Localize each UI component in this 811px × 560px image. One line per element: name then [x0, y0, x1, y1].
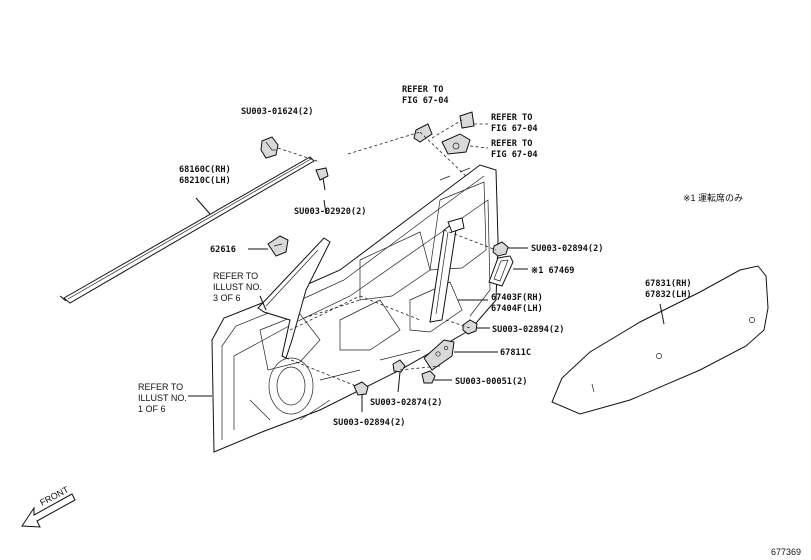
callout-su003-02894-b: SU003-02894(2)	[492, 325, 564, 335]
nut-00051	[421, 370, 436, 384]
svg-text:FIG 67-04: FIG 67-04	[491, 124, 538, 134]
svg-text:1 OF 6: 1 OF 6	[138, 404, 166, 414]
svg-text:FIG 67-04: FIG 67-04	[491, 150, 538, 160]
svg-text:REFER TO: REFER TO	[491, 113, 532, 123]
clip-02874	[392, 359, 406, 373]
clip-01624-part	[260, 136, 279, 159]
nut-02894-a	[492, 241, 509, 257]
door-panel	[211, 164, 499, 453]
callout-su003-01624: SU003-01624(2)	[241, 107, 313, 117]
svg-text:3 OF 6: 3 OF 6	[213, 293, 241, 303]
service-hole-cover-part	[551, 265, 769, 415]
callout-weatherstrip: 68160C(RH) 68210C(LH)	[179, 165, 231, 186]
callout-refer-illust-1: REFER TO ILLUST NO. 1 OF 6	[138, 382, 187, 414]
callout-refer-fig-low: REFER TO FIG 67-04	[491, 139, 538, 160]
callout-su003-02874: SU003-02874(2)	[370, 398, 442, 408]
callout-67811c: 67811C	[500, 348, 531, 358]
callout-window-regulator: 67403F(RH) 67404F(LH)	[491, 293, 543, 314]
glass-run-part	[257, 237, 331, 359]
callout-su003-02894-c: SU003-02894(2)	[333, 418, 405, 428]
svg-text:67832(LH): 67832(LH)	[645, 290, 692, 300]
front-arrow-icon: FRONT	[21, 484, 76, 528]
leader-01624	[277, 147, 321, 163]
figure-number: 677369	[771, 547, 801, 557]
svg-text:REFER TO: REFER TO	[491, 139, 532, 149]
callout-refer-fig-mid: REFER TO FIG 67-04	[491, 113, 538, 134]
part-67469	[488, 255, 514, 287]
weatherstrip-part	[59, 156, 315, 304]
svg-text:REFER TO: REFER TO	[138, 382, 183, 392]
note-driver-side-only: ※1 運転席のみ	[683, 192, 743, 203]
svg-text:67404F(LH): 67404F(LH)	[491, 304, 543, 314]
svg-text:REFER TO: REFER TO	[213, 271, 258, 281]
callout-su003-02894-a: SU003-02894(2)	[531, 244, 603, 254]
window-regulator-part	[429, 217, 465, 323]
svg-text:68160C(RH): 68160C(RH)	[179, 165, 231, 175]
refer-part-low	[441, 133, 471, 155]
callout-refer-illust-3: REFER TO ILLUST NO. 3 OF 6	[213, 271, 262, 303]
nut-02894-b	[462, 319, 478, 335]
callout-su003-00051: SU003-00051(2)	[455, 377, 527, 387]
svg-text:REFER TO: REFER TO	[402, 85, 443, 95]
refer-part-mid	[459, 111, 475, 129]
svg-text:67831(RH): 67831(RH)	[645, 279, 692, 289]
callout-67469: ※1 67469	[531, 266, 574, 276]
svg-text:ILLUST NO.: ILLUST NO.	[138, 393, 187, 403]
svg-text:68210C(LH): 68210C(LH)	[179, 176, 231, 186]
nut-02894-c	[353, 381, 369, 396]
screw-02920-part	[315, 167, 329, 191]
leader-lines	[188, 119, 665, 412]
svg-text:FIG 67-04: FIG 67-04	[402, 96, 449, 106]
svg-text:ILLUST NO.: ILLUST NO.	[213, 282, 262, 292]
bracket-67811c-part	[423, 339, 455, 371]
svg-text:67403F(RH): 67403F(RH)	[491, 293, 543, 303]
callout-refer-fig-top: REFER TO FIG 67-04	[402, 85, 449, 106]
callout-service-hole-cover: 67831(RH) 67832(LH)	[645, 279, 692, 300]
bracket-62616-part	[267, 235, 289, 257]
callout-su003-02920: SU003-02920(2)	[294, 207, 366, 217]
callout-62616: 62616	[210, 245, 236, 255]
